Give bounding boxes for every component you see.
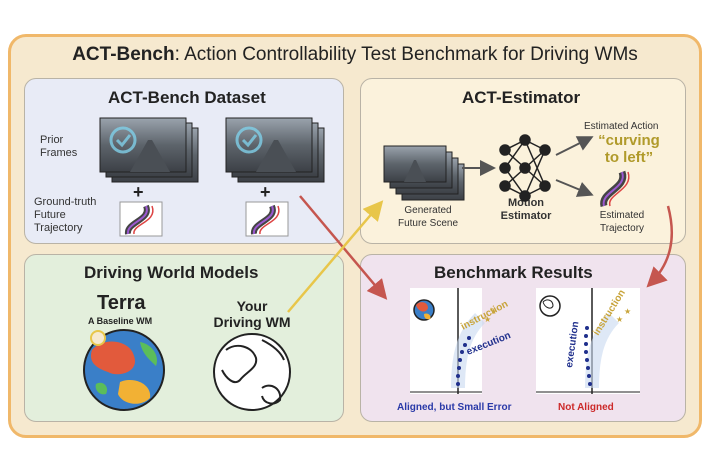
generated-scene-stack [384, 146, 464, 200]
prior-frames-stack-2 [226, 118, 324, 182]
gt-trajectory-card-2 [246, 202, 288, 236]
terra-earth-icon [84, 330, 164, 410]
your-wm-globe-icon [214, 334, 290, 410]
estimated-trajectory-icon [604, 172, 629, 206]
benchmark-plot-not-aligned: ★ ★ instruction execution [536, 288, 640, 394]
dataset-to-benchmark-arrow [300, 196, 384, 296]
wm-to-generated-arrow [288, 204, 380, 312]
network-icon [500, 135, 550, 201]
gt-trajectory-card-1 [120, 202, 162, 236]
estimator-to-benchmark-arrow [650, 206, 672, 284]
svg-text:★: ★ [624, 307, 631, 316]
prior-frames-stack-1 [100, 118, 198, 182]
benchmark-plot-aligned: ★ ★ instruction execution [410, 288, 512, 394]
svg-text:★: ★ [616, 315, 623, 324]
